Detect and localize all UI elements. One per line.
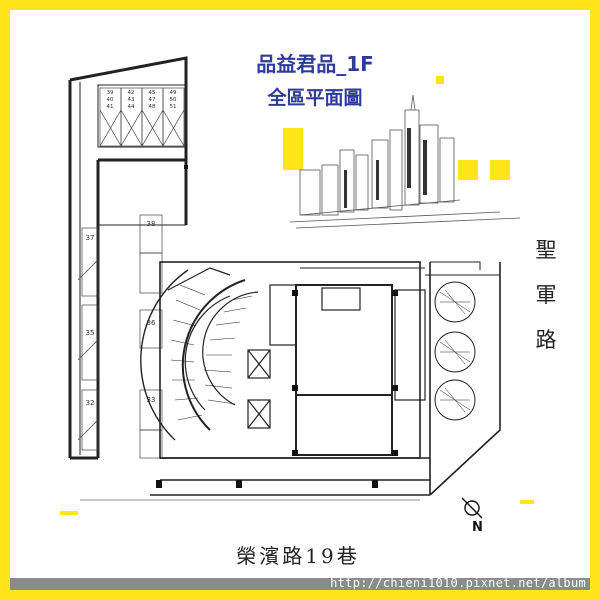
parking-bays-top <box>99 87 185 147</box>
accent-block-2 <box>458 160 478 180</box>
accent-block-1 <box>283 128 303 170</box>
parking-numbers-left: 37 35 32 38 36 33 <box>86 220 156 407</box>
accent-block-4 <box>436 76 444 84</box>
svg-text:48: 48 <box>149 104 156 110</box>
parking-bays-left <box>77 214 163 459</box>
curved-stair <box>140 267 259 441</box>
svg-text:35: 35 <box>86 329 95 337</box>
bay-label-42: 42 <box>128 90 135 96</box>
svg-text:32: 32 <box>86 399 95 407</box>
parking-ramp-lines <box>79 82 187 455</box>
street-trees <box>434 281 476 421</box>
road-char-3: 路 <box>535 328 557 352</box>
road-char-2: 軍 <box>535 283 557 307</box>
accent-block-3 <box>490 160 510 180</box>
watermark-bar <box>10 578 590 590</box>
svg-text:51: 51 <box>170 104 177 110</box>
skyline-shade <box>344 128 427 208</box>
building-walls <box>68 56 188 460</box>
road-label-shengjun: 聖 軍 路 <box>530 228 562 363</box>
svg-text:38: 38 <box>147 220 156 228</box>
svg-text:43: 43 <box>128 97 135 103</box>
svg-text:44: 44 <box>128 104 135 110</box>
svg-text:33: 33 <box>147 396 156 404</box>
accent-block-5 <box>60 511 78 515</box>
structural-columns <box>156 165 398 488</box>
bay-label-39: 39 <box>107 90 114 96</box>
main-floor-walls <box>150 261 501 496</box>
bay-label-45: 45 <box>149 90 156 96</box>
road-char-1: 聖 <box>535 238 557 262</box>
title-line-1: 品益君品_1F <box>256 52 374 76</box>
city-skyline-sketch <box>289 94 521 229</box>
interior-rooms <box>247 284 426 456</box>
north-arrow-icon <box>461 497 483 519</box>
accent-block-6 <box>520 500 534 504</box>
svg-text:41: 41 <box>107 104 114 110</box>
north-label: N <box>472 520 483 535</box>
svg-text:50: 50 <box>170 97 177 103</box>
svg-text:47: 47 <box>149 97 156 103</box>
svg-text:40: 40 <box>107 97 114 103</box>
bay-label-49: 49 <box>170 90 177 96</box>
svg-text:37: 37 <box>86 234 95 242</box>
sidewalk-lines <box>300 261 500 276</box>
svg-text:36: 36 <box>147 319 156 327</box>
road-label-rongbin: 榮濱路19巷 <box>236 544 360 568</box>
watermark-url: http://chieni1010.pixnet.net/album <box>330 576 586 590</box>
title-line-2: 全區平面圖 <box>267 87 363 109</box>
plan-title: 品益君品_1F 全區平面圖 <box>220 52 410 111</box>
